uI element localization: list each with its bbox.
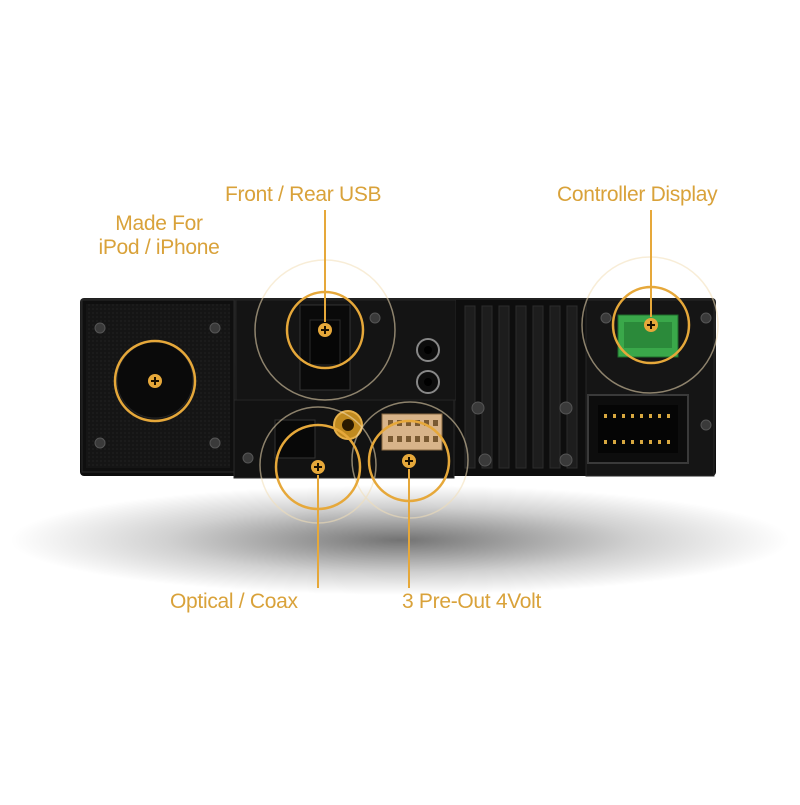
plus-marker-optical	[311, 460, 325, 474]
callout-front-rear-usb-text: Front / Rear USB	[225, 183, 382, 206]
callout-pre-out-text: 3 Pre-Out 4Volt	[402, 590, 542, 613]
screws	[94, 312, 712, 467]
callout-made-for-ipod-line-2: iPod / iPhone	[98, 236, 220, 259]
plus-marker-preout	[402, 454, 416, 468]
plus-marker-usb	[318, 323, 332, 337]
floor-shadow	[10, 485, 790, 595]
pre-out-connector	[381, 413, 443, 451]
callout-controller-display: Controller Display	[557, 183, 718, 207]
leader-lines	[317, 210, 652, 588]
callout-controller-display-text: Controller Display	[557, 183, 718, 206]
callout-pre-out: 3 Pre-Out 4Volt	[402, 590, 541, 614]
plus-marker-ipod	[148, 374, 162, 388]
rem-mic-jacks	[416, 338, 440, 394]
callout-made-for-ipod: Made For iPod / iPhone	[88, 212, 230, 260]
callout-optical-coax-text: Optical / Coax	[170, 590, 298, 613]
plus-marker-display	[644, 318, 658, 332]
heatsink-fins	[464, 305, 578, 469]
callout-made-for-ipod-line-1: Made For	[115, 212, 203, 235]
callout-optical-coax: Optical / Coax	[170, 590, 298, 614]
plus-markers	[148, 318, 658, 474]
callout-front-rear-usb: Front / Rear USB	[225, 183, 382, 207]
main-harness-connector	[587, 394, 689, 464]
